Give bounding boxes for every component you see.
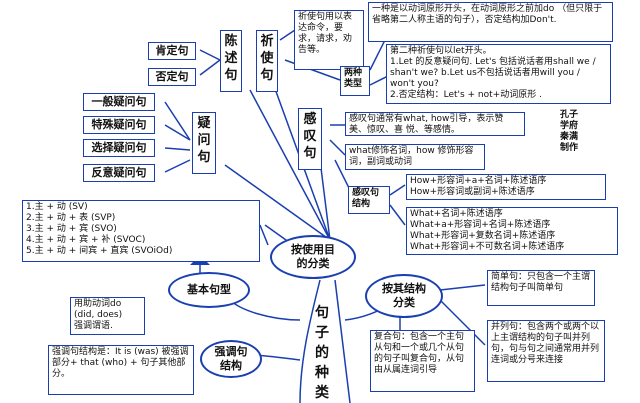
how-patterns-box: How+形容词+a+名词+陈述语序 How+形容词或副词+陈述语序 <box>406 174 606 200</box>
negative-sentence-box: 否定句 <box>148 68 196 86</box>
imperative-type1: 一种是以动词原形开头，在动词原形之前加do （但只限于省略第二人称主语的句子），… <box>368 2 613 42</box>
exclamatory-sentence-box: 感 叹 句 <box>298 108 322 170</box>
by-purpose-node: 按使用目 的分类 <box>270 235 356 279</box>
author-note: 孔子 学府 秦满 制作 <box>560 110 579 153</box>
basic-patterns-node: 基本句型 <box>168 272 250 308</box>
alternative-question-box: 选择疑问句 <box>83 139 155 157</box>
basic-patterns-list: 1.主 + 动 (SV) 2.主 + 动 + 表 (SVP) 3.主 + 动 +… <box>22 200 260 262</box>
compound-sentence-box: 并列句：包含两个或两个以上主谓结构的句子叫并列句，句与句之间通常用并列连词或分号… <box>487 320 605 382</box>
emphasis-structure-box: 强调句结构是：It is (was) 被强调部分+ that (who) + 句… <box>48 345 194 395</box>
by-structure-node: 按其结构 分类 <box>365 274 443 318</box>
imperative-type2: 第二种祈使句以let开头。 1.Let 的反意疑问句. Let's 包括说话者用… <box>386 44 611 104</box>
imperative-types-label: 两种 类型 <box>340 66 370 96</box>
emphatic-structure-node: 强调句 结构 <box>200 340 262 378</box>
tag-question-box: 反意疑问句 <box>83 164 155 182</box>
declarative-sentence-box: 陈 述 句 <box>220 30 242 92</box>
imperative-description: 祈使句用以表达命令，要求，请求，劝告等。 <box>294 10 364 70</box>
interrogative-sentence-box: 疑 问 句 <box>192 112 216 174</box>
exclamatory-structure-label: 感叹句 结构 <box>348 186 390 214</box>
special-question-box: 特殊疑问句 <box>83 116 155 134</box>
imperative-sentence-box: 祈 使 句 <box>256 30 278 92</box>
complex-sentence-box: 复合句：包含一个主句从句和一个或几个从句的句子叫复合句，从句由从属连词引导 <box>370 330 475 392</box>
general-question-box: 一般疑问句 <box>83 93 155 111</box>
sentence-types-trunk-label: 句 子 的 种 类 <box>315 305 329 401</box>
emphasis-do-box: 用助动词do (did, does) 强调谓语. <box>70 297 145 335</box>
affirmative-sentence-box: 肯定句 <box>148 42 196 60</box>
simple-sentence-box: 简单句：只包含一个主谓结构句子叫简单句 <box>487 270 595 306</box>
what-patterns-box: What+名词+陈述语序 What+a+形容词+名词+陈述语序 What+形容词… <box>406 207 618 255</box>
what-how-modifier-note: what修饰名词，how 修饰形容词，副词或动词 <box>345 144 485 170</box>
exclamatory-description: 感叹句通常有what, how引导，表示赞美、惊叹、喜 悦、等感情。 <box>345 112 525 136</box>
